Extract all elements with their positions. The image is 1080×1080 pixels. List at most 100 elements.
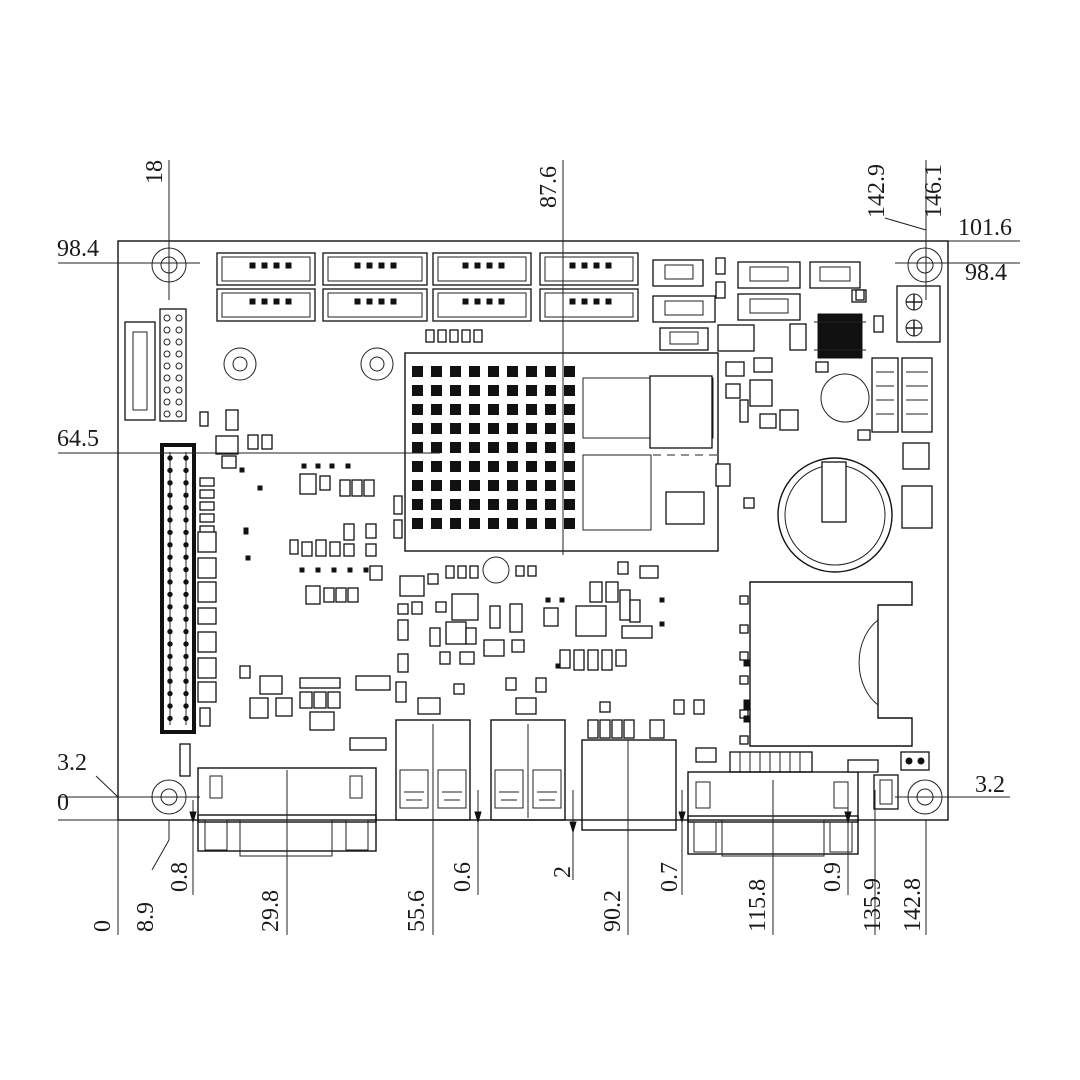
barrel-jack [873,774,899,810]
bga-pad [469,404,480,415]
dim-left-98-4: 98.4 [57,236,99,262]
header-pin [167,542,173,548]
dim-bottom-115-8: 115.8 [745,879,771,932]
header-pin [167,628,173,635]
qfp-chip [814,313,866,359]
bga-pad [545,480,556,491]
box-header-6 [322,288,428,322]
bga-pad [564,461,575,472]
dim-left-3-2: 3.2 [57,750,87,776]
bga-pad [469,518,480,529]
bga-pad [526,404,537,415]
header-pin [183,566,189,573]
bga-pad [545,366,556,377]
rj45-connector [581,739,677,831]
header-pin [167,641,173,647]
dim-bottom-0-8: 0.8 [167,862,193,892]
bga-pad [545,518,556,529]
header-pin [167,678,173,684]
bga-pad [412,461,423,472]
smd-components [179,289,871,777]
box-header-4 [539,252,639,286]
header-pin [167,566,173,573]
bga-pad [488,518,499,529]
header-pin [183,591,189,598]
bga-pad [431,404,442,415]
bga-pad [564,442,575,453]
bga-pad [450,366,461,377]
header-pin [167,504,173,511]
bga-pad [469,499,480,510]
bga-pad [412,480,423,491]
box-header-row [216,252,639,322]
header-pin [183,529,189,536]
dim-top-146-1: 146.1 [921,164,947,218]
bga-pad [469,461,480,472]
header-pin [167,517,173,523]
header-pin [167,529,173,536]
header-pin [183,703,189,709]
bga-pad [526,442,537,453]
dim-left-64-5: 64.5 [57,426,99,452]
header-pin [183,653,189,660]
header-pin [183,554,189,560]
bga-pad [507,442,518,453]
dim-bottom-0-7: 0.7 [657,862,683,892]
bga-pad [488,499,499,510]
bga-pad [469,385,480,396]
bga-pad [564,385,575,396]
bga-pad [564,499,575,510]
bga-pad [526,461,537,472]
bga-pad [526,423,537,434]
bga-pad [469,366,480,377]
long-pin-header [160,443,196,734]
header-pin [167,703,173,709]
bga-pad [526,480,537,491]
bga-pad [412,442,423,453]
bga-pad [507,385,518,396]
bga-pad [564,404,575,415]
bga-pad [431,480,442,491]
mounting-hole-right [820,373,870,423]
bga-pad [526,385,537,396]
mounting-hole-inner-left [223,347,257,381]
dim-right-101-6: 101.6 [958,215,1012,241]
header-pin [183,542,189,548]
bga-pad [507,499,518,510]
header-pin [167,455,173,461]
header-pin [183,715,189,722]
coin-cell-battery [777,457,893,573]
bga-pad [507,404,518,415]
header-pin [183,492,189,498]
header-pin [183,455,189,461]
dimension-lines [58,160,1020,935]
bga-pad [450,385,461,396]
box-header-7 [432,288,532,322]
box-header-2 [322,252,428,286]
bga-pad [564,366,575,377]
bga-pad [545,461,556,472]
bga-pad [450,404,461,415]
dim-bottom-90-2: 90.2 [600,890,626,932]
bga-pad [507,423,518,434]
terminal-block [896,285,941,343]
bga-pad [488,480,499,491]
sd-card-slot [749,581,913,747]
bga-pad [412,404,423,415]
bga-pad [431,366,442,377]
bga-pad [431,518,442,529]
mounting-hole-top-right [907,247,943,283]
header-pin [167,715,173,722]
header-pin [167,666,173,672]
bga-pad [507,461,518,472]
bga-pad [431,461,442,472]
box-header-5 [216,288,316,322]
bga-pad [488,366,499,377]
dim-top-87-6: 87.6 [536,166,562,208]
pin-header-double-row [159,308,187,422]
bga-pad [450,499,461,510]
bga-pad [450,518,461,529]
header-pin [167,653,173,660]
bga-pad [545,499,556,510]
